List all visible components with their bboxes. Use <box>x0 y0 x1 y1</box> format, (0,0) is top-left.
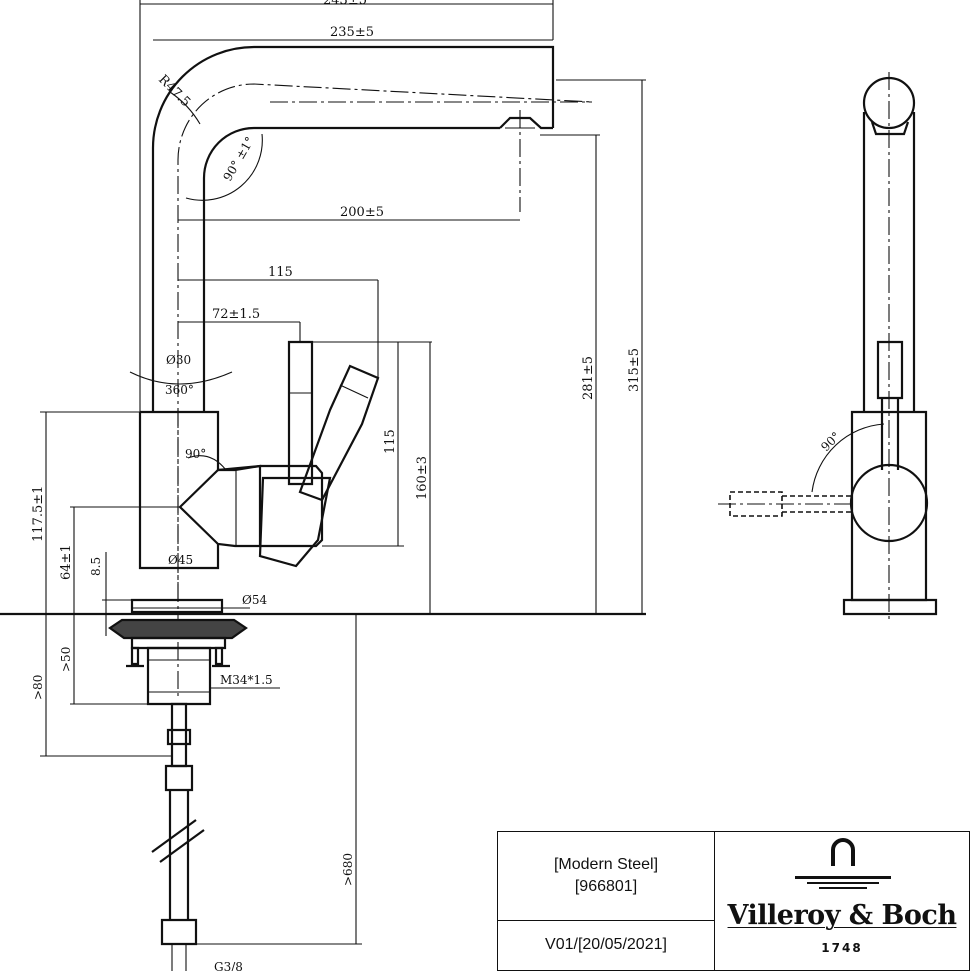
spout <box>151 45 593 600</box>
dim-body-height: 117.5±1 <box>31 486 46 542</box>
dim-handle-reach: 115 <box>268 265 293 280</box>
dim-spout-length: 200±5 <box>340 205 384 220</box>
faucet-logo-icon <box>795 838 891 889</box>
dim-thread: M34*1.5 <box>220 673 273 687</box>
dim-min-mount: >50 <box>59 647 73 672</box>
side-view: 90° <box>718 72 938 620</box>
version-cell: V01/[20/05/2021] <box>498 921 714 969</box>
dim-handle-angle: 90° <box>185 447 206 461</box>
title-block: [Modern Steel] [966801] V01/[20/05/2021]… <box>497 831 970 971</box>
version-text: V01/[20/05/2021] <box>545 936 667 953</box>
mounting-assembly <box>0 612 646 971</box>
dim-connector: G3/8 <box>214 960 243 971</box>
dim-total-length: 243±5 <box>323 0 367 8</box>
brand-cell: Villeroy & Boch 1748 <box>715 832 969 970</box>
dimension-lines <box>40 0 646 945</box>
dim-step-height: 8.5 <box>89 557 103 576</box>
dim-lever-center-height: 64±1 <box>59 544 74 580</box>
dim-min-depth: >80 <box>31 675 45 700</box>
dim-spout-height: 281±5 <box>581 356 596 400</box>
dim-hose-length: >680 <box>341 853 355 886</box>
dim-body-diameter: Ø45 <box>168 553 193 567</box>
title-block-info: [Modern Steel] [966801] V01/[20/05/2021] <box>498 832 715 970</box>
dim-spout-diameter: Ø30 <box>166 353 191 367</box>
product-name: [Modern Steel] <box>553 856 659 873</box>
dim-handle-height: 115 <box>383 429 398 454</box>
dim-total-height: 315±5 <box>627 348 642 392</box>
dim-bend-radius: R47.5 <box>155 72 193 110</box>
dim-side-angle: 90° <box>818 429 843 454</box>
dim-base-diameter: Ø54 <box>242 593 267 607</box>
dim-outer-length: 235±5 <box>330 25 374 40</box>
product-code: [966801] <box>574 878 638 895</box>
dim-handle-offset: 72±1.5 <box>212 307 260 322</box>
brand-year: 1748 <box>821 941 863 955</box>
brand-name: Villeroy & Boch <box>727 900 957 931</box>
dim-swivel: 360° <box>165 383 194 397</box>
dim-bend-angle: 90° ±1° <box>220 134 257 183</box>
product-cell: [Modern Steel] [966801] <box>498 832 714 921</box>
dim-handle-total-height: 160±3 <box>415 456 430 500</box>
dimension-labels: 243±5 235±5 200±5 115 72±1.5 Ø30 360° 90… <box>31 0 642 971</box>
